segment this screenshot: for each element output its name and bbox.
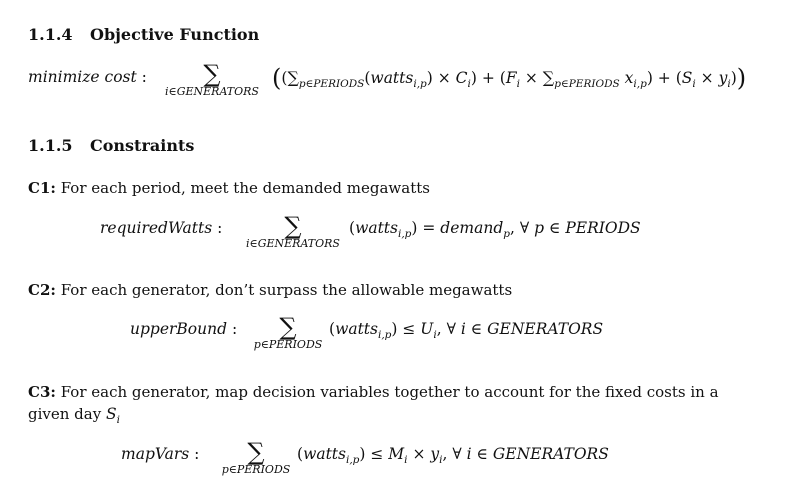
- section-number: 1.1.4: [28, 25, 73, 44]
- section-number: 1.1.5: [28, 136, 73, 155]
- c2-text: For each generator, don’t surpass the al…: [60, 281, 513, 299]
- c3-label: mapVars: [121, 445, 190, 463]
- c1-expression: (wattsi,p) = demandp, ∀ p ∈ PERIODS: [349, 219, 641, 240]
- c2-sum: ∑ p∈PERIODS: [246, 315, 330, 352]
- c3-description-line2: given day Si: [28, 405, 120, 426]
- c2-label-line: upperBound :: [130, 320, 238, 338]
- sum-index: p∈PERIODS: [221, 463, 291, 476]
- sigma-symbol: ∑: [203, 60, 221, 88]
- c1-tag: C1:: [28, 179, 56, 197]
- c1-text: For each period, meet the demanded megaw…: [60, 179, 430, 197]
- c2-tag: C2:: [28, 281, 56, 299]
- c2-description: C2: For each generator, don’t surpass th…: [28, 281, 512, 299]
- objective-sum: ∑ i∈GENERATORS: [156, 62, 268, 99]
- sum-index: i∈GENERATORS: [246, 237, 340, 250]
- objective-expression: ((∑p∈PERIODS(wattsi,p) × Ci) + (Fi × ∑p∈…: [272, 64, 747, 92]
- c3-text-line2: given day: [28, 405, 102, 423]
- sum-index: p∈PERIODS: [253, 338, 323, 351]
- c3-expression: (wattsi,p) ≤ Mi × yi, ∀ i ∈ GENERATORS: [297, 445, 609, 466]
- c1-description: C1: For each period, meet the demanded m…: [28, 179, 430, 197]
- c3-description: C3: For each generator, map decision var…: [28, 383, 719, 401]
- c1-sum: ∑ i∈GENERATORS: [237, 214, 349, 251]
- sigma-symbol: ∑: [247, 438, 265, 466]
- c3-sum: ∑ p∈PERIODS: [214, 440, 298, 477]
- c2-label: upperBound: [130, 320, 228, 338]
- section-heading-constraints: 1.1.5 Constraints: [28, 136, 194, 155]
- sigma-symbol: ∑: [284, 212, 302, 240]
- c2-expression: (wattsi,p) ≤ Ui, ∀ i ∈ GENERATORS: [329, 320, 604, 341]
- section-heading-objective: 1.1.4 Objective Function: [28, 25, 259, 44]
- sigma-symbol: ∑: [279, 313, 297, 341]
- c1-label-line: requiredWatts :: [100, 219, 223, 237]
- objective-label: minimize cost: [28, 68, 137, 86]
- c3-label-line: mapVars :: [121, 445, 200, 463]
- c1-label: requiredWatts: [100, 219, 213, 237]
- sum-index: i∈GENERATORS: [165, 85, 259, 98]
- c3-text-line1: For each generator, map decision variabl…: [60, 383, 719, 401]
- section-title: Objective Function: [90, 25, 260, 44]
- section-title: Constraints: [90, 136, 195, 155]
- objective-label-line: minimize cost :: [28, 68, 147, 86]
- c3-tag: C3:: [28, 383, 56, 401]
